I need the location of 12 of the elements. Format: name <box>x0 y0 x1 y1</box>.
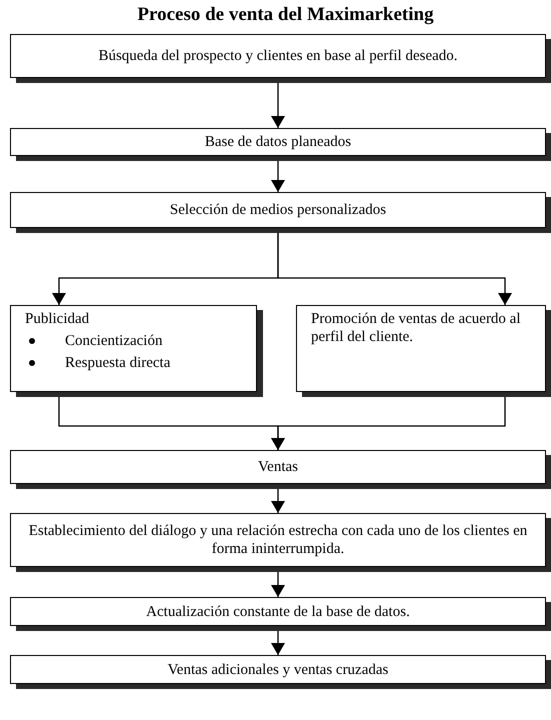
box-text: Selección de medios personalizados <box>170 201 386 219</box>
box-text: Actualización constante de la base de datos. <box>146 602 410 620</box>
box-text: Promoción de ventas de acuerdo al perfil del cliente. <box>311 310 522 346</box>
list-item: Concientización <box>65 332 162 350</box>
box-text: Establecimiento del diálogo y una relación estrecha con cada uno de los clientes en forma ininterrumpida. <box>28 522 528 558</box>
list-item: Respuesta directa <box>65 354 170 372</box>
box-text: Base de datos planeados <box>204 133 352 151</box>
box-text: Ventas adicionales y ventas cruzadas <box>168 660 388 678</box>
box-heading: Publicidad <box>25 310 90 328</box>
diagram-title: Proceso de venta del Maximarketing <box>136 4 435 26</box>
box-text: Ventas <box>258 458 298 476</box>
box-text: Búsqueda del prospecto y clientes en base al perfil deseado. <box>98 47 458 65</box>
